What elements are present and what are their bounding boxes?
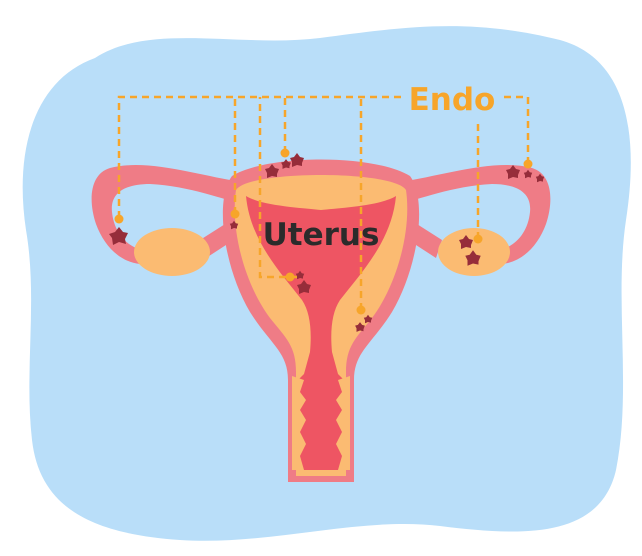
callout-dot (474, 235, 483, 244)
callout-dot (281, 149, 290, 158)
callout-dot (524, 160, 533, 169)
uterus-label: Uterus (263, 217, 380, 253)
left-ovary (134, 228, 210, 276)
callout-dot (286, 273, 295, 282)
callout-dot (231, 210, 240, 219)
endo-label: Endo (409, 82, 496, 118)
callout-dot (115, 215, 124, 224)
callout-dot (357, 306, 366, 315)
